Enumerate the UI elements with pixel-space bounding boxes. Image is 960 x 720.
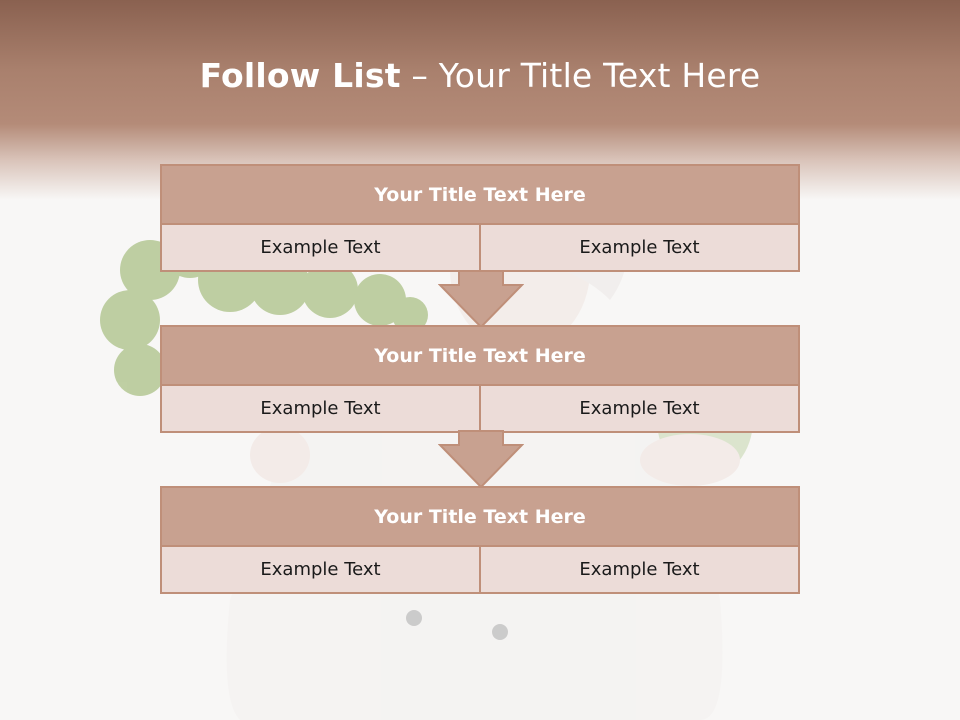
follow-block-1: Your Title Text Here Example Text Exampl… [160, 164, 800, 272]
block-cell: Example Text [260, 398, 381, 419]
follow-block-3: Your Title Text Here Example Text Exampl… [160, 486, 800, 594]
block-row: Example Text Example Text [162, 225, 798, 270]
block-row: Example Text Example Text [162, 386, 798, 431]
follow-block-2: Your Title Text Here Example Text Exampl… [160, 325, 800, 433]
slide-title-rest: – Your Title Text Here [411, 56, 761, 95]
block-cell: Example Text [479, 386, 798, 431]
block-cell: Example Text [479, 547, 798, 592]
block-row: Example Text Example Text [162, 547, 798, 592]
block-cell: Example Text [260, 559, 381, 580]
down-arrow-icon [438, 270, 524, 328]
slide-title: Follow List – Your Title Text Here [0, 56, 960, 95]
block-title: Your Title Text Here [162, 488, 798, 547]
block-title: Your Title Text Here [162, 166, 798, 225]
block-title: Your Title Text Here [162, 327, 798, 386]
down-arrow-icon [438, 430, 524, 488]
slide-title-bold: Follow List [199, 56, 401, 95]
block-cell: Example Text [260, 237, 381, 258]
block-cell: Example Text [479, 225, 798, 270]
